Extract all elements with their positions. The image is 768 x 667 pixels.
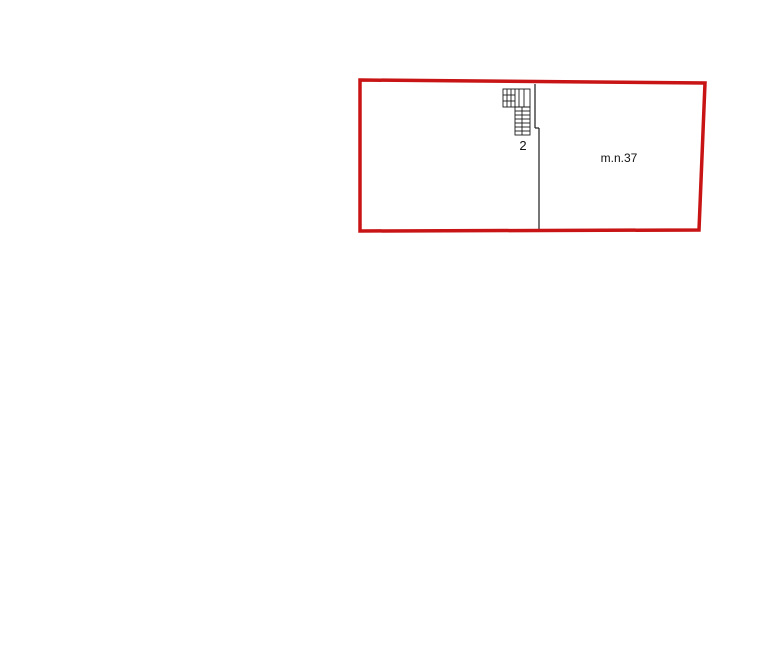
room-number-label: 2 bbox=[519, 138, 526, 153]
unit-label: m.n.37 bbox=[601, 151, 638, 165]
property-boundary bbox=[358, 78, 707, 233]
staircase-icon bbox=[502, 88, 531, 136]
